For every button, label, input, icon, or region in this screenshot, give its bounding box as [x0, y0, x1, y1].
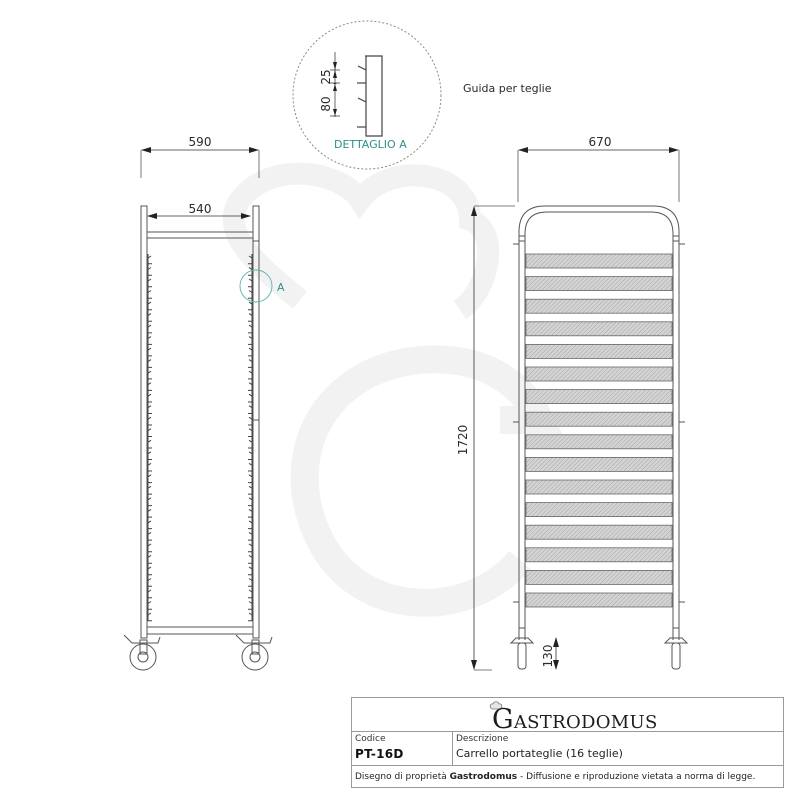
chef-hat-icon [489, 701, 503, 710]
detail-title: DETTAGLIO A [334, 138, 407, 151]
tray [525, 343, 673, 359]
detail-a-callout-circle [239, 269, 273, 303]
footer-prefix: Disegno di proprietà [355, 772, 450, 782]
tray [525, 411, 673, 427]
overall-width-dim: 590 [189, 135, 212, 149]
tray [525, 547, 673, 563]
tray [525, 366, 673, 382]
detail-dim-lower: 80 [319, 96, 333, 111]
tray [525, 253, 673, 269]
brand-logo: GASTRODOMUS [492, 704, 658, 735]
product-code: PT-16D [355, 747, 404, 761]
tray [525, 434, 673, 450]
overall-height-dim: 1720 [456, 425, 470, 456]
code-label: Codice [355, 734, 386, 744]
tray [525, 389, 673, 405]
side-view [123, 147, 273, 671]
tray [525, 592, 673, 608]
title-block-logo-row: GASTRODOMUS [352, 698, 783, 735]
product-description: Carrello portateglie (16 teglie) [456, 747, 623, 760]
side-view-guides [147, 254, 253, 622]
tray-guide-rail [147, 254, 152, 622]
front-width-dim: 670 [589, 135, 612, 149]
tray-stack [525, 253, 673, 608]
title-block: GASTRODOMUS Codice PT-16D Descrizione Ca… [351, 697, 784, 788]
tray [525, 570, 673, 585]
inner-width-dim: 540 [189, 202, 212, 216]
tray [525, 479, 673, 495]
tray [525, 456, 673, 472]
tray-guide-note: Guida per teglie [463, 82, 552, 95]
tray [525, 502, 673, 518]
tray-guide-rail [248, 254, 253, 622]
description-cell: Descrizione Carrello portateglie (16 teg… [453, 732, 784, 766]
brand-logo-rest: ASTRODOMUS [513, 712, 658, 733]
tray [525, 298, 673, 314]
copyright-notice: Disegno di proprietà Gastrodomus - Diffu… [355, 772, 755, 782]
brand-logo-initial: G [492, 704, 514, 735]
detail-dim-upper: 25 [319, 69, 333, 84]
tray [525, 321, 673, 337]
description-label: Descrizione [456, 734, 509, 744]
code-cell: Codice PT-16D [352, 732, 453, 766]
tray [525, 524, 673, 540]
watermark-logo-icon [222, 162, 563, 617]
footer-suffix: - Diffusione e riproduzione vietata a no… [517, 772, 756, 782]
detail-a-view: 25 80 DETTAGLIO A [292, 20, 442, 170]
leg-height-dim: 130 [541, 645, 555, 668]
tray [525, 276, 673, 292]
front-view [471, 147, 689, 671]
footer-brand: Gastrodomus [449, 772, 518, 782]
detail-a-callout-label: A [277, 281, 285, 294]
